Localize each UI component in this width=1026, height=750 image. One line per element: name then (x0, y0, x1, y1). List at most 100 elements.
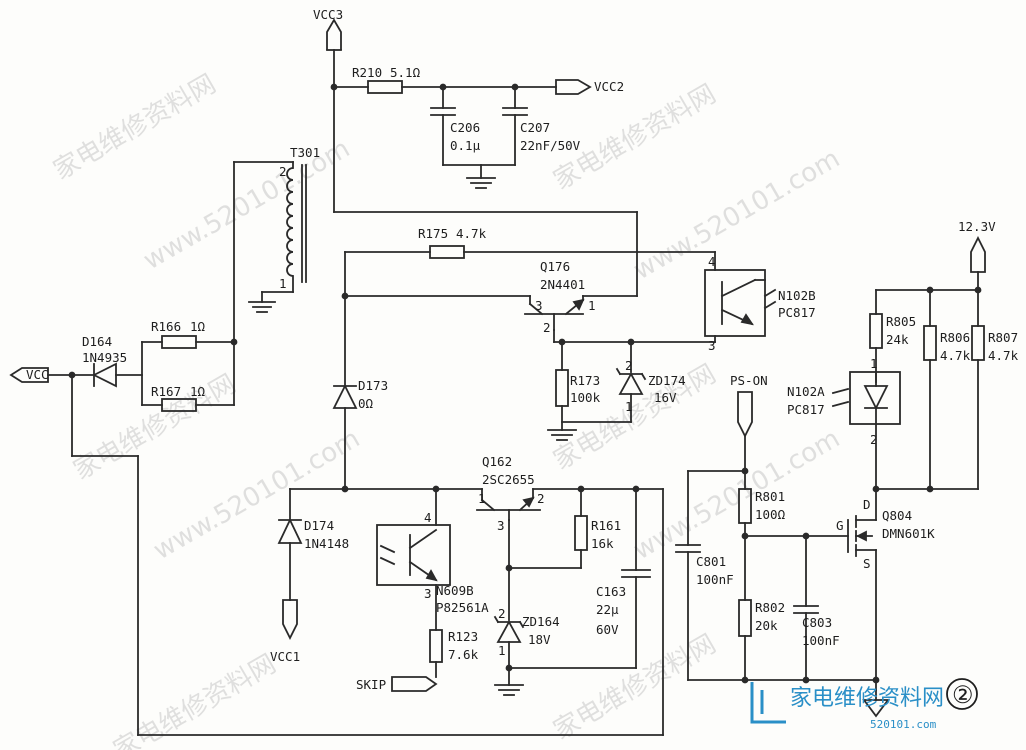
r173-ref: R173 (570, 373, 600, 388)
d164-value: 1N4935 (82, 350, 127, 365)
vcc3-connector: VCC3 (313, 7, 343, 51)
r806-ref: R806 (940, 330, 970, 345)
c206-value: 0.1μ (450, 138, 481, 153)
vcc-label: VCC (26, 367, 49, 382)
r807-value: 4.7k (988, 348, 1019, 363)
vcc2-connector: VCC2 (555, 79, 624, 95)
r166-value: 1Ω (190, 319, 206, 334)
ground-symbol (248, 301, 276, 313)
junction-dot (341, 485, 349, 493)
n102a-ref: N102A (787, 384, 825, 399)
figure-number: ② (952, 681, 974, 709)
zd164-value: 18V (528, 632, 551, 647)
r806-value: 4.7k (940, 348, 971, 363)
zd164-ref: ZD164 (522, 614, 560, 629)
q162-ref: Q162 (482, 454, 512, 469)
v12-label: 12.3V (958, 219, 996, 234)
watermark-url-2: www.520101.com (629, 144, 846, 286)
r210-value: 5.1Ω (390, 65, 421, 80)
logo-text-cn: 家电维修资料网 (790, 686, 944, 711)
c803-value: 100nF (802, 633, 840, 648)
watermark-cn-1: 家电维修资料网 (49, 69, 222, 186)
resistor-r161 (574, 515, 588, 551)
n102b-pin3: 3 (708, 338, 716, 353)
watermark-cn-6: 家电维修资料网 (549, 629, 722, 746)
resistor-r806 (923, 325, 937, 361)
c801-value: 100nF (696, 572, 734, 587)
d173-ref: D173 (358, 378, 388, 393)
n609b-pin4: 4 (424, 510, 432, 525)
q804-pin-d: D (863, 497, 871, 512)
q176-pin2: 2 (543, 320, 551, 335)
d173-value: 0Ω (358, 396, 374, 411)
logo-text-url: 520101.com (870, 718, 937, 731)
r167-value: 1Ω (190, 384, 206, 399)
t301-pin1: 1 (279, 276, 287, 291)
diode-d164 (91, 362, 117, 388)
optocoupler-n102a (831, 371, 901, 425)
junction-dot (872, 676, 880, 684)
watermark-url-4: www.520101.com (629, 424, 846, 566)
mosfet-q804 (847, 515, 877, 557)
zd174-pin2: 2 (625, 358, 633, 373)
d164-ref: D164 (82, 334, 112, 349)
r173-value: 100k (570, 390, 601, 405)
n102a-pin2: 2 (870, 432, 878, 447)
vcc3-label: VCC3 (313, 7, 343, 22)
r123-value: 7.6k (448, 647, 479, 662)
r805-ref: R805 (886, 314, 916, 329)
vcc-connector: VCC (9, 367, 49, 383)
optocoupler-n102b (704, 269, 777, 337)
vcc2-label: VCC2 (594, 79, 624, 94)
watermark-url-1: www.520101.com (139, 134, 356, 276)
n102b-value: PC817 (778, 305, 816, 320)
ground-symbol (494, 684, 524, 696)
n102b-pin4: 4 (708, 254, 716, 269)
t301-ref: T301 (290, 145, 320, 160)
c206-ref: C206 (450, 120, 480, 135)
n609b-value: P82561A (436, 600, 489, 615)
r161-ref: R161 (591, 518, 621, 533)
q176-pin3: 3 (535, 298, 543, 313)
zd174-value: 16V (654, 390, 677, 405)
n609b-pin3: 3 (424, 586, 432, 601)
r175-value: 4.7k (456, 226, 487, 241)
q804-pin-s: S (863, 556, 871, 571)
ground-arrow-symbol (862, 689, 890, 718)
r175-ref: R175 (418, 226, 448, 241)
ps-on-connector: PS-ON (730, 373, 768, 439)
figure-number-circle (946, 678, 978, 710)
ps-on-label: PS-ON (730, 373, 768, 388)
skip-connector: SKIP (356, 676, 438, 692)
zd174-ref: ZD174 (648, 373, 686, 388)
transistor-q162 (476, 496, 541, 521)
q804-ref: Q804 (882, 508, 912, 523)
q162-value: 2SC2655 (482, 472, 535, 487)
q804-pin-g: G (836, 518, 844, 533)
n609b-ref: N609B (436, 583, 474, 598)
junction-dot (741, 676, 749, 684)
transformer-t301: T301 2 1 (279, 145, 320, 291)
resistor-r123 (429, 629, 443, 663)
q804-value: DMN601K (882, 526, 935, 541)
vcc1-connector: VCC1 (270, 599, 300, 664)
r210-ref: R210 (352, 65, 382, 80)
c163-value: 22μ (596, 602, 619, 617)
r801-value: 100Ω (755, 507, 786, 522)
resistor-r166 (161, 335, 197, 349)
q176-ref: Q176 (540, 259, 570, 274)
r802-ref: R802 (755, 600, 785, 615)
c163-rating: 60V (596, 622, 619, 637)
q162-pin2: 2 (537, 491, 545, 506)
diode-d173 (332, 383, 358, 409)
r167-ref: R167 (151, 384, 181, 399)
resistor-r805 (869, 313, 883, 349)
ground-symbol (547, 429, 577, 441)
transistor-q176 (524, 298, 585, 331)
site-logo: 家电维修资料网 520101.com (750, 682, 944, 731)
resistor-r210 (367, 80, 403, 94)
optocoupler-n609b (376, 524, 451, 586)
resistor-r173 (555, 369, 569, 407)
zd164-pin1: 1 (498, 643, 506, 658)
